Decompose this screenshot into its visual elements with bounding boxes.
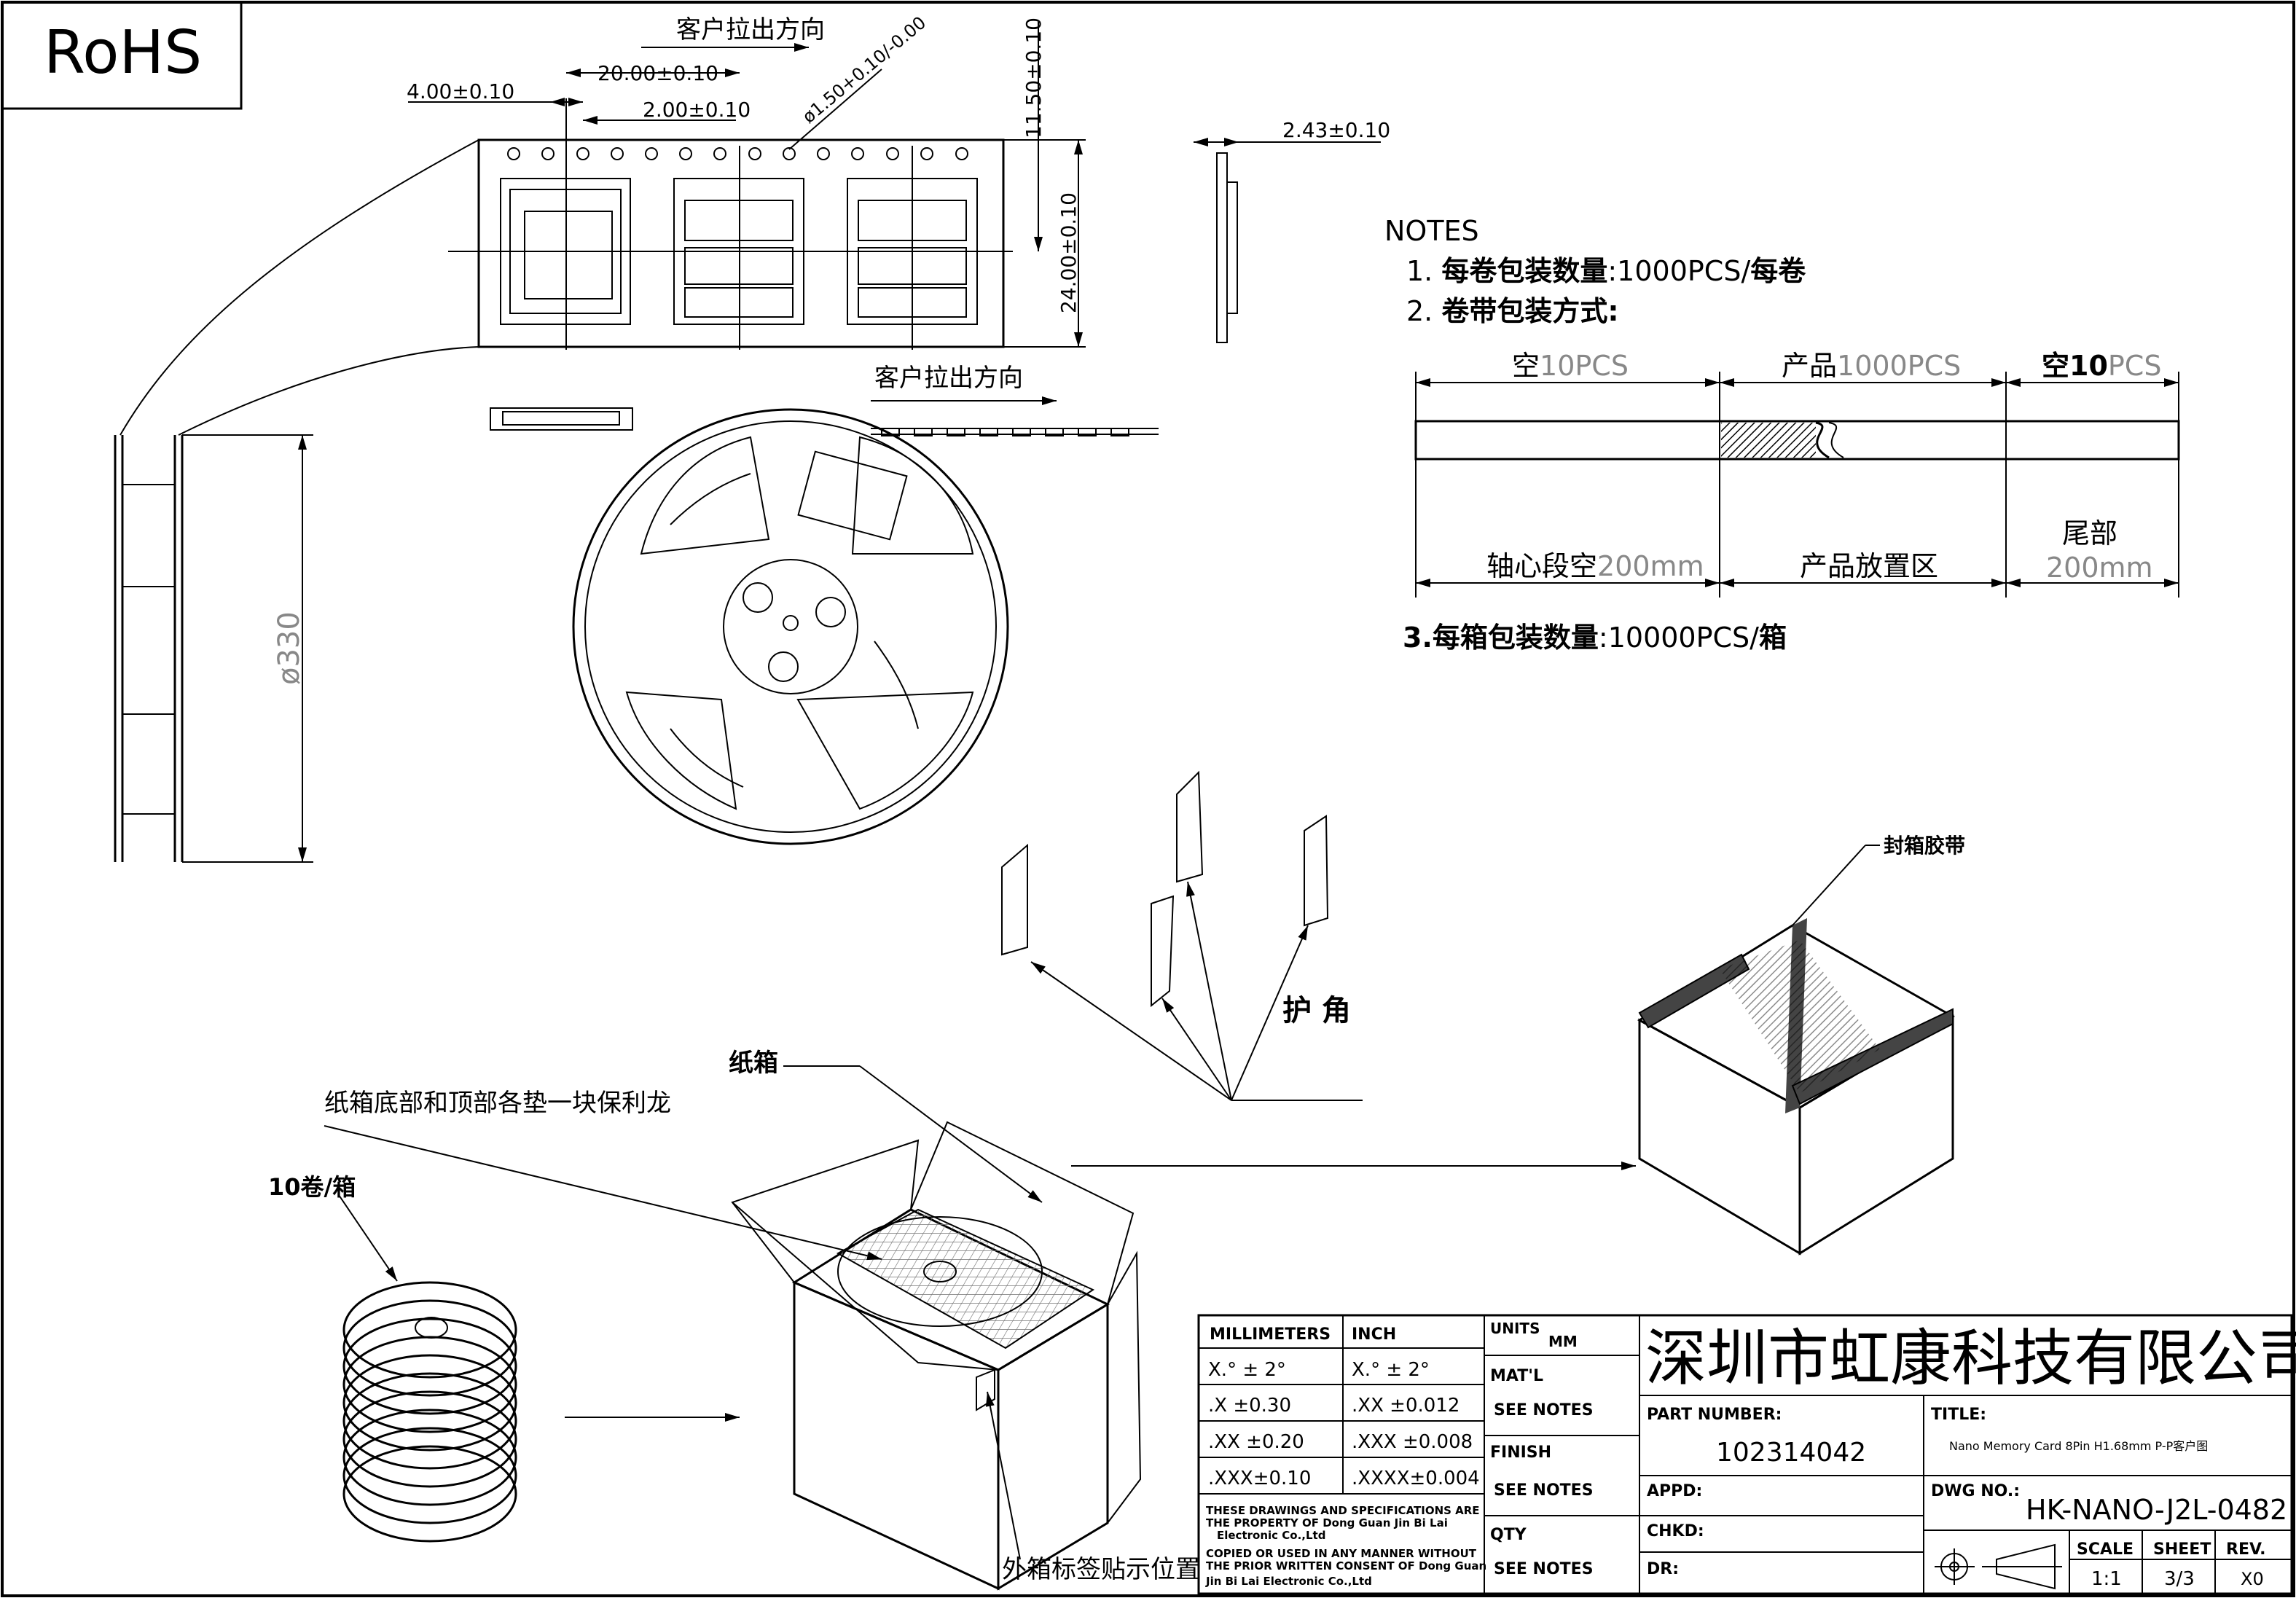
carrier-tape-top-view: 客户拉出方向 20.00±0.10 4.00±0.10 2.00±0.10 ø1… xyxy=(407,12,1086,350)
svg-text:CHKD:: CHKD: xyxy=(1647,1522,1704,1540)
open-carton: 纸箱 纸箱底部和顶部各垫一块保利龙 外箱标签贴示位置 xyxy=(324,1049,1200,1591)
svg-text:THE PROPERTY OF Dong Guan Jin: THE PROPERTY OF Dong Guan Jin Bi Lai xyxy=(1206,1516,1448,1530)
svg-text:THESE DRAWINGS AND SPECIFICATI: THESE DRAWINGS AND SPECIFICATIONS ARE xyxy=(1206,1504,1480,1517)
svg-text:.XX ±0.012: .XX ±0.012 xyxy=(1352,1395,1460,1417)
svg-text:空10PCS: 空10PCS xyxy=(1512,350,1629,382)
svg-text:SEE NOTES: SEE NOTES xyxy=(1494,1481,1594,1500)
svg-text:产品放置区: 产品放置区 xyxy=(1800,550,1938,582)
svg-text:.XXXX±0.004: .XXXX±0.004 xyxy=(1352,1468,1480,1489)
reel-front-view xyxy=(572,408,1009,845)
dim-width-half: 11.50±0.10 xyxy=(1022,17,1046,138)
svg-text:1. 每卷包装数量:1000PCS/每卷: 1. 每卷包装数量:1000PCS/每卷 xyxy=(1406,255,1806,287)
svg-text:PART NUMBER:: PART NUMBER: xyxy=(1647,1406,1782,1424)
svg-text:DWG NO.:: DWG NO.: xyxy=(1931,1482,2020,1500)
label-position-note: 外箱标签贴示位置 xyxy=(1002,1555,1200,1584)
svg-text:MILLIMETERS: MILLIMETERS xyxy=(1210,1325,1331,1344)
sealing-tape-label: 封箱胶带 xyxy=(1884,834,1965,858)
svg-text:.XXX±0.10: .XXX±0.10 xyxy=(1208,1468,1311,1489)
svg-text:SEE NOTES: SEE NOTES xyxy=(1494,1560,1594,1578)
corner-protectors: 护 角 xyxy=(1001,770,1363,1101)
svg-text:APPD:: APPD: xyxy=(1647,1482,1702,1500)
pull-direction-top: 客户拉出方向 xyxy=(676,15,825,44)
corner-protect-label: 护 角 xyxy=(1282,994,1351,1027)
pull-direction-reel: 客户拉出方向 xyxy=(874,364,1023,393)
sprocket-holes xyxy=(507,147,968,160)
svg-text:DR:: DR: xyxy=(1647,1560,1679,1578)
rohs-label: RoHS xyxy=(44,18,202,87)
pad-note: 纸箱底部和顶部各垫一块保利龙 xyxy=(324,1089,671,1118)
svg-text:THE PRIOR WRITTEN CONSENT OF D: THE PRIOR WRITTEN CONSENT OF Dong Guan xyxy=(1206,1559,1486,1572)
svg-text:Electronic Co.,Ltd: Electronic Co.,Ltd xyxy=(1217,1529,1325,1542)
reel-stack: 10卷/箱 xyxy=(268,1173,517,1543)
part-number: 102314042 xyxy=(1716,1438,1866,1468)
projection-symbol-icon xyxy=(1935,1543,2062,1590)
svg-text:.XX ±0.20: .XX ±0.20 xyxy=(1208,1431,1304,1453)
svg-text:COPIED OR USED IN ANY MANNER W: COPIED OR USED IN ANY MANNER WITHOUT xyxy=(1206,1547,1477,1560)
tape-strip-reel: 客户拉出方向 xyxy=(490,364,1159,436)
reels-per-box: 10卷/箱 xyxy=(268,1173,356,1201)
drawing-number: HK-NANO-J2L-0482 xyxy=(2026,1494,2287,1526)
svg-text:QTY: QTY xyxy=(1490,1526,1527,1544)
dim-pocket-pitch: 20.00±0.10 xyxy=(597,61,718,85)
svg-text:MM: MM xyxy=(1548,1333,1578,1350)
svg-text:Jin Bi Lai Electronic Co.,Ltd: Jin Bi Lai Electronic Co.,Ltd xyxy=(1205,1575,1372,1588)
svg-text:200mm: 200mm xyxy=(2046,552,2153,584)
company-name: 深圳市虹康科技有限公司 xyxy=(1645,1323,2296,1394)
sealed-box: 封箱胶带 xyxy=(1071,834,1965,1256)
svg-text:INCH: INCH xyxy=(1352,1325,1396,1344)
svg-text:REV.: REV. xyxy=(2226,1540,2266,1559)
carrier-tape-side-view: 2.43±0.10 xyxy=(1194,118,1390,343)
dim-hole-offset: 4.00±0.10 xyxy=(407,79,514,103)
svg-text:SCALE: SCALE xyxy=(2077,1540,2134,1559)
svg-text:FINISH: FINISH xyxy=(1490,1444,1551,1462)
svg-text:产品1000PCS: 产品1000PCS xyxy=(1782,350,1961,382)
svg-text:轴心段空200mm: 轴心段空200mm xyxy=(1486,550,1704,582)
svg-text:MAT'L: MAT'L xyxy=(1490,1367,1543,1385)
svg-text:尾部: 尾部 xyxy=(2062,517,2117,549)
svg-text:3.每箱包装数量:10000PCS/箱: 3.每箱包装数量:10000PCS/箱 xyxy=(1403,622,1787,654)
svg-text:UNITS: UNITS xyxy=(1490,1320,1540,1337)
notes-block: NOTES 1. 每卷包装数量:1000PCS/每卷 2. 卷带包装方式: 空1… xyxy=(1384,215,2180,654)
svg-text:TITLE:: TITLE: xyxy=(1931,1406,1986,1424)
svg-text:SHEET: SHEET xyxy=(2153,1540,2211,1559)
dim-width: 24.00±0.10 xyxy=(1057,192,1081,313)
dim-hole-pitch: 2.00±0.10 xyxy=(643,98,751,122)
svg-text:X.° ± 2°: X.° ± 2° xyxy=(1208,1359,1286,1381)
svg-text:X.° ± 2°: X.° ± 2° xyxy=(1352,1359,1430,1381)
svg-text:.XXX ±0.008: .XXX ±0.008 xyxy=(1352,1431,1473,1453)
dim-thickness: 2.43±0.10 xyxy=(1282,118,1390,142)
svg-text:3/3: 3/3 xyxy=(2164,1568,2195,1590)
svg-text:SEE NOTES: SEE NOTES xyxy=(1494,1401,1594,1419)
svg-text:空10PCS: 空10PCS xyxy=(2042,350,2161,382)
rohs-box: RoHS xyxy=(1,1,243,110)
reel-side-view: ø330 xyxy=(114,139,479,863)
svg-text:1:1: 1:1 xyxy=(2091,1568,2122,1590)
svg-text:2. 卷带包装方式:: 2. 卷带包装方式: xyxy=(1406,295,1619,327)
svg-text:X0: X0 xyxy=(2241,1569,2264,1589)
carton-label: 纸箱 xyxy=(729,1049,778,1078)
svg-text:.X ±0.30: .X ±0.30 xyxy=(1208,1395,1291,1417)
title-value: Nano Memory Card 8Pin H1.68mm P-P客户图 xyxy=(1949,1439,2208,1453)
notes-heading: NOTES xyxy=(1384,215,1479,247)
dim-reel-dia: ø330 xyxy=(273,611,306,685)
title-block: MILLIMETERS INCH X.° ± 2° X.° ± 2° .X ±0… xyxy=(1197,1314,2296,1595)
